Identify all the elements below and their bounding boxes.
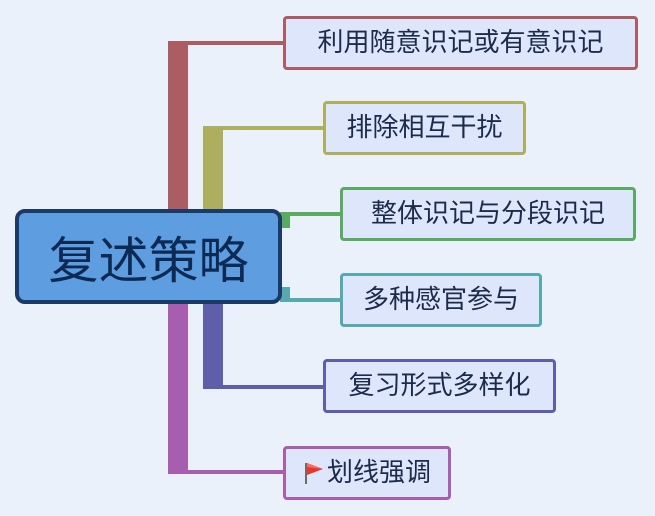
branch-node-2[interactable]: 排除相互干扰 xyxy=(323,101,526,155)
connector-branch-5-arm xyxy=(203,385,325,389)
connector-branch-5-trunk xyxy=(203,303,223,389)
connector-branch-6-trunk xyxy=(168,303,188,474)
branch-node-5[interactable]: 复习形式多样化 xyxy=(323,359,556,413)
branch-node-6[interactable]: 划线强调 xyxy=(283,446,451,500)
branch-node-3[interactable]: 整体识记与分段识记 xyxy=(340,187,636,241)
branch-node-2-label: 排除相互干扰 xyxy=(346,113,503,143)
connector-branch-4-stub xyxy=(280,287,290,302)
central-topic[interactable]: 复述策略 xyxy=(15,209,282,304)
connector-branch-1-arm xyxy=(168,41,285,45)
central-topic-label: 复述策略 xyxy=(48,231,249,290)
connector-branch-3-stub xyxy=(280,213,290,228)
connector-branch-2-arm xyxy=(203,126,325,130)
branch-node-3-label: 整体识记与分段识记 xyxy=(370,199,605,229)
branch-node-4[interactable]: 多种感官参与 xyxy=(340,273,542,327)
red-flag-icon xyxy=(303,461,325,485)
branch-node-1[interactable]: 利用随意识记或有意识记 xyxy=(283,16,638,70)
branch-node-1-label: 利用随意识记或有意识记 xyxy=(317,28,604,58)
branch-node-5-label: 复习形式多样化 xyxy=(348,371,531,401)
connector-branch-4-arm xyxy=(280,298,342,302)
branch-node-4-label: 多种感官参与 xyxy=(362,285,519,315)
branch-node-6-label: 划线强调 xyxy=(326,458,431,488)
connector-branch-1-trunk xyxy=(168,41,188,211)
connector-branch-2-trunk xyxy=(203,126,223,211)
connector-branch-3-arm xyxy=(280,212,342,216)
connector-branch-6-arm xyxy=(168,470,285,474)
